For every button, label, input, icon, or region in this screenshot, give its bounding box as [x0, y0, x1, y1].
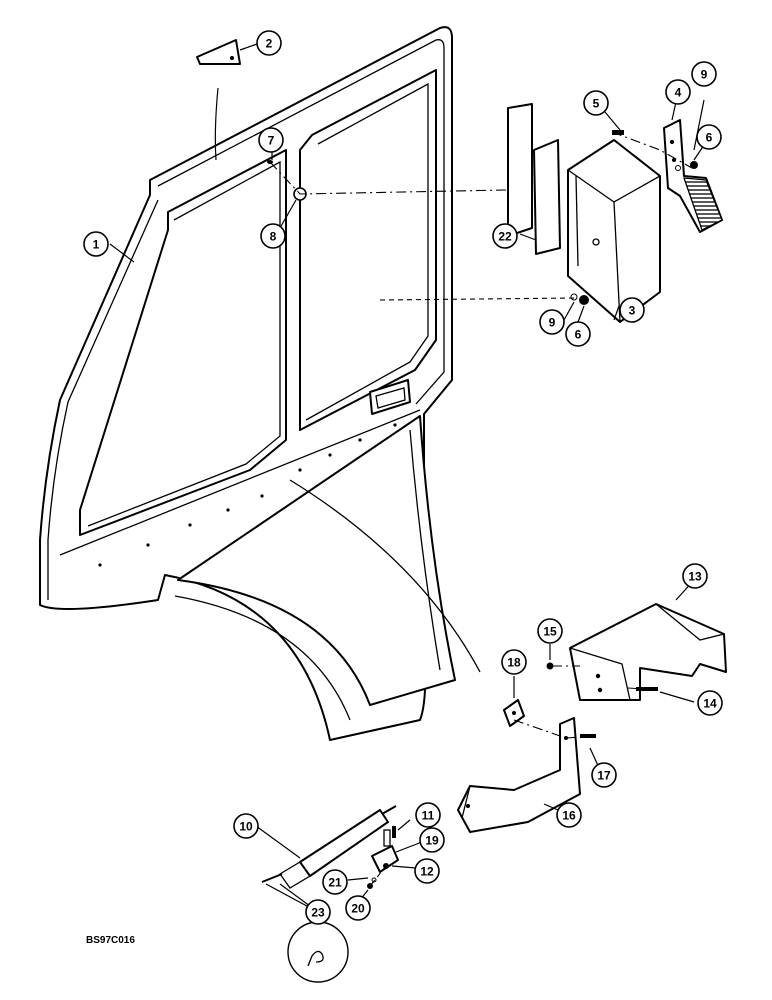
callout-circle-14: [697, 690, 723, 716]
lamp-housing: [567, 139, 661, 323]
callout-circle-20: [345, 895, 371, 921]
callout-label-4: 4: [675, 86, 682, 100]
callout-circle-2: [256, 30, 282, 56]
callout-circle-6a: [696, 124, 722, 150]
fastener-5-screw: [612, 130, 624, 135]
callout-circle-8: [260, 223, 286, 249]
leader-lines: [109, 43, 707, 913]
callout-label-16: 16: [562, 809, 576, 823]
callout-circle-12: [414, 858, 440, 884]
fastener-6b-nut: [579, 295, 589, 305]
strut-mount: [371, 829, 399, 873]
callout-label-7: 7: [268, 134, 275, 148]
callout-circle-6b: [565, 321, 591, 347]
callout-label-23: 23: [311, 906, 325, 920]
latch-plate: [196, 39, 241, 161]
fastener-11-bolt: [392, 826, 396, 838]
fastener-15-nut: [546, 662, 554, 670]
callout-circle-9b: [539, 309, 565, 335]
callout-label-15: 15: [543, 625, 557, 639]
fastener-20-nut: [367, 883, 373, 889]
callout-circle-7: [258, 127, 284, 153]
callout-circle-1: [83, 231, 109, 257]
callout-label-11: 11: [422, 809, 435, 823]
callout-circle-21: [322, 869, 348, 895]
callout-circle-19: [419, 827, 445, 853]
callout-label-8: 8: [270, 230, 277, 244]
fastener-6a-nut: [690, 161, 698, 169]
support-bracket: [569, 603, 727, 701]
fastener-21-washer: [371, 877, 377, 883]
callout-circle-4: [665, 79, 691, 105]
fastener-9b-washer: [570, 293, 578, 301]
drawing-code: BS97C016: [86, 935, 135, 946]
callout-circle-3: [619, 297, 645, 323]
gas-strut: [261, 805, 397, 889]
support-arm: [457, 717, 581, 833]
callout-label-6a: 6: [706, 131, 713, 145]
callout-label-17: 17: [597, 769, 611, 783]
assembly-lines: [269, 131, 693, 887]
small-plate: [503, 699, 525, 727]
callout-label-12: 12: [420, 865, 434, 879]
callout-circle-11: [415, 802, 441, 828]
callout-circle-5: [583, 90, 609, 116]
mirror-bracket: [663, 119, 723, 233]
reflector-plates: [507, 103, 561, 255]
callout-circle-22: [492, 223, 518, 249]
callout-label-9a: 9: [701, 68, 708, 82]
callout-label-20: 20: [351, 902, 365, 916]
callout-circle-10: [233, 813, 259, 839]
callout-label-22: 22: [498, 230, 512, 244]
callout-circle-15: [537, 618, 563, 644]
callout-circle-18: [501, 649, 527, 675]
callout-label-10: 10: [239, 820, 253, 834]
callout-label-21: 21: [328, 876, 342, 890]
callout-label-1: 1: [93, 238, 100, 252]
fastener-14-bolt: [636, 687, 658, 691]
callout-label-2: 2: [266, 37, 273, 51]
fastener-9a-washer: [675, 165, 681, 171]
callout-circle-23: [305, 899, 331, 925]
callout-label-3: 3: [629, 304, 636, 318]
door-frame: [39, 26, 481, 741]
callout-circle-13: [682, 563, 708, 589]
callout-label-19: 19: [425, 834, 439, 848]
callout-label-5: 5: [593, 97, 600, 111]
callout-label-9b: 9: [549, 316, 556, 330]
callout-circle-9a: [691, 61, 717, 87]
callout-label-13: 13: [688, 570, 702, 584]
callout-circle-16: [556, 802, 582, 828]
callout-circle-17: [591, 762, 617, 788]
callout-label-18: 18: [507, 656, 521, 670]
callout-label-14: 14: [703, 697, 717, 711]
callout-label-6b: 6: [575, 328, 582, 342]
detail-23-hook: [287, 921, 349, 983]
